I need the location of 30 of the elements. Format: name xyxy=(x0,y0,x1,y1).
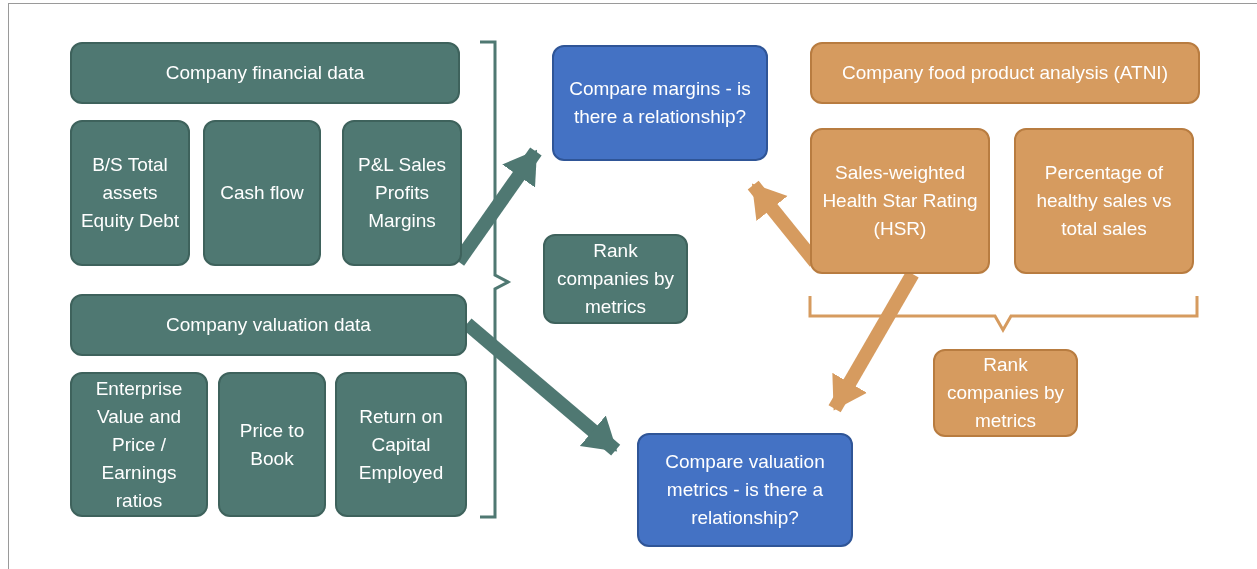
process-box xyxy=(933,349,1078,437)
box-label: Percentage of healthy sales vs total sales xyxy=(1035,161,1173,241)
box-label: Company financial data xyxy=(165,61,365,85)
data-box xyxy=(70,372,208,517)
box-label: Compare valuation metrics - is there a relationship? xyxy=(664,450,826,530)
box-label: Enterprise Value and Price / Earnings ratios xyxy=(94,376,184,513)
box-label: Sales-weighted Health Star Rating (HSR) xyxy=(821,161,979,241)
heading-box xyxy=(70,294,467,356)
data-box xyxy=(342,120,462,266)
data-box xyxy=(1014,128,1194,274)
box-label: B/S Total assets Equity Debt xyxy=(79,153,181,233)
data-box xyxy=(203,120,321,266)
outcome-box xyxy=(637,433,853,547)
box-label: Cash flow xyxy=(220,181,304,205)
box-label: P&L Sales Profits Margins xyxy=(357,153,447,233)
heading-box xyxy=(70,42,460,104)
heading-box xyxy=(810,42,1200,104)
data-box xyxy=(70,120,190,266)
data-box xyxy=(335,372,467,517)
box-label: Rank companies by metrics xyxy=(555,239,676,319)
data-box xyxy=(218,372,326,517)
outcome-box xyxy=(552,45,768,161)
process-box xyxy=(543,234,688,324)
box-label: Return on Capital Employed xyxy=(357,404,445,485)
box-label: Company valuation data xyxy=(166,313,371,337)
box-label: Rank companies by metrics xyxy=(945,353,1066,433)
box-label: Compare margins - is there a relationship? xyxy=(568,77,752,129)
data-box xyxy=(810,128,990,274)
box-label: Company food product analysis (ATNI) xyxy=(842,61,1168,85)
box-label: Price to Book xyxy=(238,418,306,471)
